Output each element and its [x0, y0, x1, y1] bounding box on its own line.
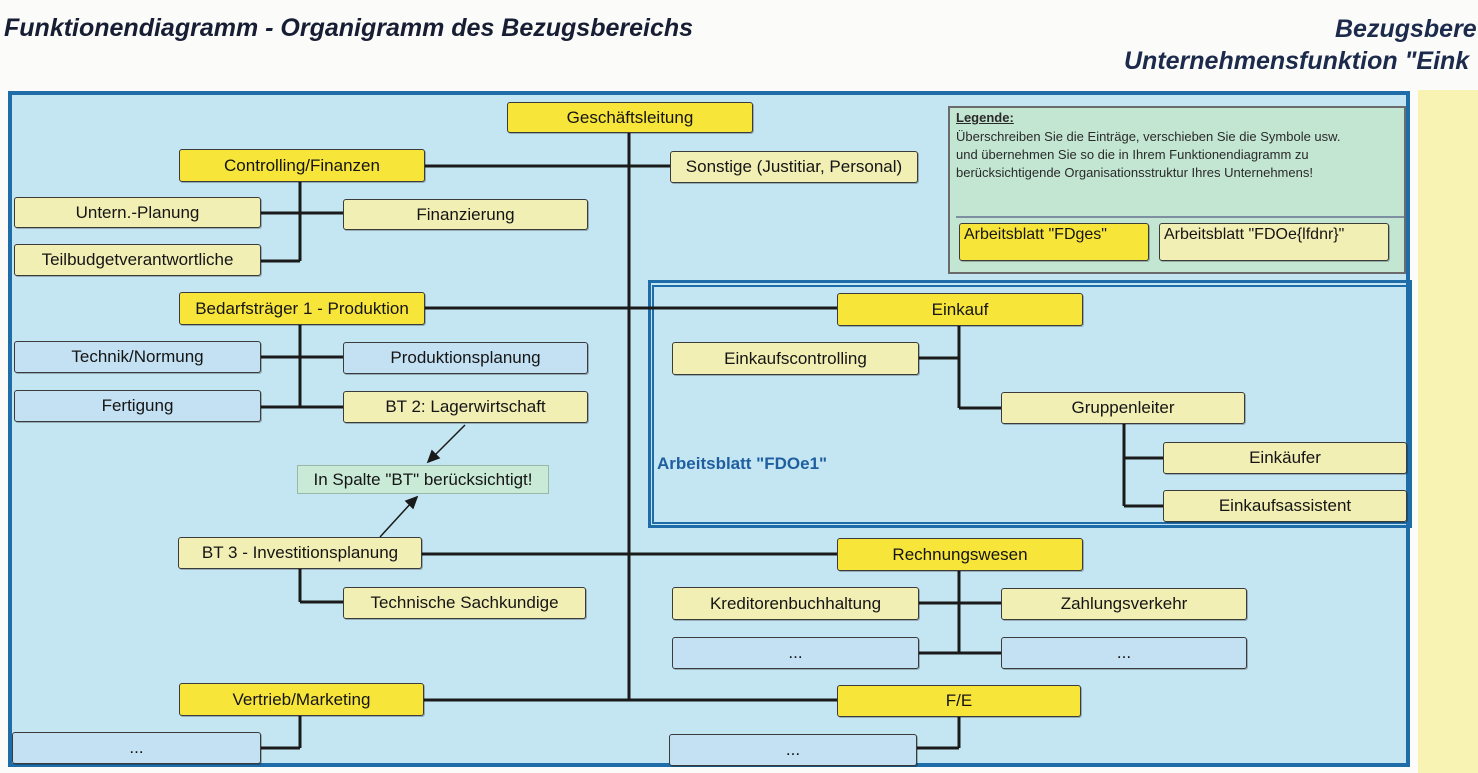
node-einkaufscontrolling[interactable]: Einkaufscontrolling [672, 342, 919, 375]
header-right-line-2: Unternehmensfunktion "Eink [1124, 47, 1470, 75]
node-rw-sub-2[interactable]: ... [1001, 637, 1247, 669]
node-bt3-investitionsplanung[interactable]: BT 3 - Investitionsplanung [178, 537, 422, 569]
arrowhead-note-bottom [404, 495, 419, 510]
page-title: Funktionendiagramm - Organigramm des Bez… [4, 14, 694, 42]
arrow-from-bt3 [379, 501, 413, 538]
node-controlling-finanzen[interactable]: Controlling/Finanzen [179, 149, 425, 182]
node-teilbudgetverantwortliche[interactable]: Teilbudgetverantwortliche [14, 244, 261, 276]
node-zahlungsverkehr[interactable]: Zahlungsverkehr [1001, 588, 1247, 620]
node-technik-normung[interactable]: Technik/Normung [14, 341, 261, 373]
node-rechnungswesen[interactable]: Rechnungswesen [837, 538, 1083, 571]
node-produktionsplanung[interactable]: Produktionsplanung [343, 342, 588, 374]
legend-title: Legende: [956, 110, 1014, 125]
legend-text: Legende: Überschreiben Sie die Einträge,… [956, 108, 1404, 216]
header-right-line-1: Bezugsbere [1335, 15, 1477, 43]
sheet-label-fdoe1: Arbeitsblatt "FDOe1" [657, 454, 828, 473]
note-bt-column: In Spalte "BT" berücksichtigt! [297, 465, 549, 494]
legend-text-line: Überschreiben Sie die Einträge, verschie… [956, 129, 1341, 144]
legend-text-line: und übernehmen Sie so die in Ihrem Funkt… [956, 147, 1309, 162]
einkauf-frame-inner [652, 285, 1408, 524]
node-technische-sachkundige[interactable]: Technische Sachkundige [343, 587, 586, 619]
node-kreditorenbuchhaltung[interactable]: Kreditorenbuchhaltung [672, 587, 919, 620]
node-bt2-lagerwirtschaft[interactable]: BT 2: Lagerwirtschaft [343, 391, 588, 423]
node-einkaeufer[interactable]: Einkäufer [1163, 442, 1407, 474]
einkauf-frame-outer [648, 280, 1412, 528]
arrow-from-bt2 [431, 424, 466, 459]
node-gruppenleiter[interactable]: Gruppenleiter [1001, 392, 1245, 424]
node-vertrieb-sub[interactable]: ... [12, 732, 261, 764]
legend-divider [956, 216, 1404, 218]
node-sonstige[interactable]: Sonstige (Justitiar, Personal) [670, 151, 918, 183]
right-yellow-strip [1418, 90, 1478, 773]
legend-sheet-yellow: Arbeitsblatt "FDges" [959, 223, 1149, 261]
node-geschaeftsleitung[interactable]: Geschäftsleitung [507, 102, 753, 133]
node-finanzierung[interactable]: Finanzierung [343, 199, 588, 230]
node-bedarfstraeger[interactable]: Bedarfsträger 1 - Produktion [179, 292, 425, 325]
node-fertigung[interactable]: Fertigung [14, 390, 261, 422]
node-fe-sub[interactable]: ... [669, 734, 917, 766]
node-fe[interactable]: F/E [837, 685, 1081, 717]
node-einkauf[interactable]: Einkauf [837, 293, 1083, 326]
node-vertrieb-marketing[interactable]: Vertrieb/Marketing [179, 683, 424, 716]
legend-sheet-light: Arbeitsblatt "FDOe{lfdnr}" [1159, 223, 1389, 261]
arrowhead-note-top [426, 449, 441, 464]
node-einkaufsassistent[interactable]: Einkaufsassistent [1163, 490, 1407, 522]
legend-text-line: berücksichtigende Organisationsstruktur … [956, 165, 1313, 180]
node-rw-sub-1[interactable]: ... [672, 637, 919, 669]
node-untern-planung[interactable]: Untern.-Planung [14, 197, 261, 228]
